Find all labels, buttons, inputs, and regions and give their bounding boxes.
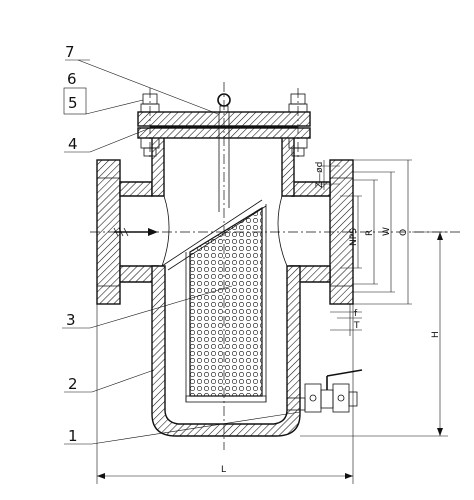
part-labels: 7 6 5 4 3 2 1 <box>62 43 301 445</box>
perforated-basket <box>189 206 263 397</box>
part-label-4: 4 <box>68 135 78 153</box>
dim-f: f <box>354 309 358 319</box>
strainer-screen <box>161 112 267 403</box>
dimension-lines: NPS R W O Z—ød f T H L <box>96 159 448 484</box>
dim-o: O <box>399 229 409 236</box>
drain-valve <box>286 369 363 413</box>
right-stud <box>288 88 308 160</box>
left-stud <box>140 88 160 160</box>
part-label-5: 5 <box>68 94 78 112</box>
part-label-2: 2 <box>68 375 78 393</box>
strainer-body <box>96 127 354 437</box>
part-label-6: 6 <box>67 70 77 88</box>
part-label-7: 7 <box>65 43 75 61</box>
flow-arrow <box>113 227 158 237</box>
dim-nps: NPS <box>349 228 359 246</box>
dim-w: W <box>382 227 392 236</box>
dim-t: T <box>353 321 360 331</box>
dim-r: R <box>365 230 375 236</box>
part-label-3: 3 <box>66 311 76 329</box>
dim-h: H <box>431 331 441 338</box>
dim-z-d: Z—ød <box>315 162 325 188</box>
dim-l: L <box>221 465 226 475</box>
part-label-1: 1 <box>68 427 78 445</box>
